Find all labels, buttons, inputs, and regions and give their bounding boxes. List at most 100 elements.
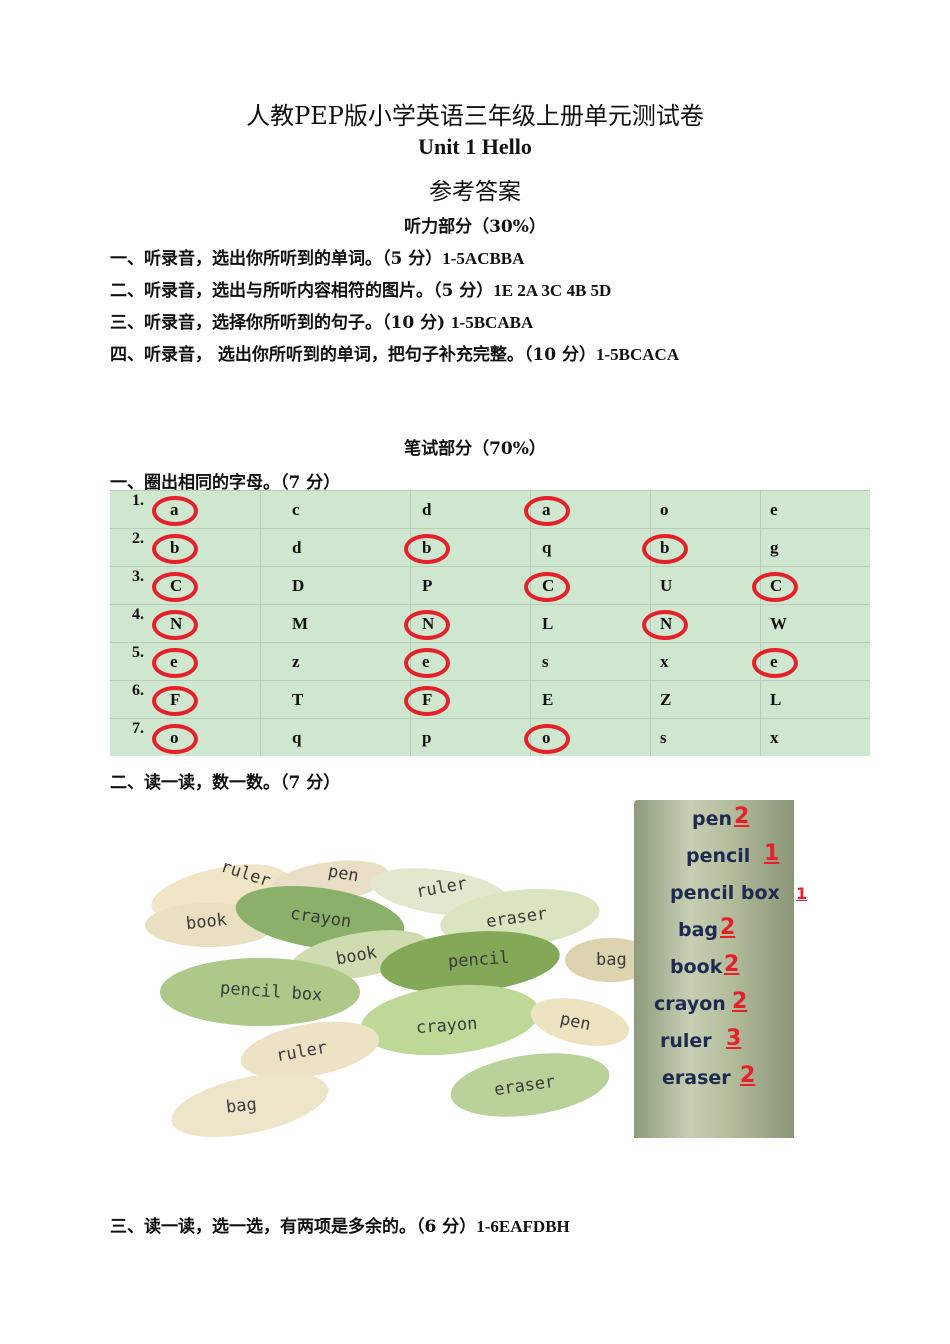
answer-circle bbox=[404, 610, 450, 640]
grid-divider bbox=[260, 490, 261, 756]
listening-q1: 一、听录音，选出你所听到的单词。（5 分）1-5ACBBA bbox=[110, 244, 524, 269]
answer-circle bbox=[404, 686, 450, 716]
grid-letter: c bbox=[292, 500, 300, 519]
grid-letter: d bbox=[422, 500, 432, 519]
leaf-word: pen bbox=[558, 1009, 593, 1035]
grid-letter: Z bbox=[660, 690, 672, 709]
grid-letter: d bbox=[292, 538, 302, 557]
answer-circle bbox=[524, 724, 570, 754]
row-number: 2. bbox=[132, 530, 144, 547]
grid-row bbox=[110, 528, 870, 567]
tally-count: 2 bbox=[740, 1063, 756, 1088]
leaf-word: eraser bbox=[484, 903, 549, 933]
grid-row bbox=[110, 566, 870, 605]
question-text: 三、听录音，选择你所听到的句子。（10 分) bbox=[110, 313, 446, 333]
tally-word: pen bbox=[692, 808, 733, 830]
leaf-word: bag bbox=[225, 1094, 258, 1118]
grid-row bbox=[110, 604, 870, 643]
leaf-word: crayon bbox=[415, 1013, 479, 1039]
grid-letter: s bbox=[542, 652, 549, 671]
listening-q2: 二、听录音，选出与所听内容相符的图片。（5 分）1E 2A 3C 4B 5D bbox=[110, 276, 611, 301]
writing-q2-title: 二、读一读，数一数。（7 分） bbox=[110, 773, 341, 793]
grid-letter: o bbox=[660, 500, 669, 519]
question-answer: 1E 2A 3C 4B 5D bbox=[493, 281, 612, 300]
leaf-word: eraser bbox=[492, 1071, 557, 1101]
page-title: 人教PEP版小学英语三年级上册单元测试卷 bbox=[246, 102, 704, 130]
question-answer: 1-5BCABA bbox=[451, 313, 534, 332]
grid-letter: D bbox=[292, 576, 305, 595]
grid-letter: e bbox=[770, 500, 778, 519]
tally-count: 2 bbox=[720, 915, 736, 940]
leaves-illustration bbox=[145, 860, 760, 1138]
leaf-word: ruler bbox=[218, 856, 274, 892]
leaf-word: book bbox=[185, 909, 228, 935]
grid-letter: q bbox=[542, 538, 552, 557]
tally-word: pencil bbox=[686, 845, 751, 867]
answer-circle bbox=[752, 572, 798, 602]
answer-circle bbox=[152, 648, 198, 678]
unit-title: Unit 1 Hello bbox=[418, 134, 532, 159]
grid-letter: W bbox=[770, 614, 787, 633]
grid-letter: z bbox=[292, 652, 300, 671]
leaf-word: ruler bbox=[414, 873, 469, 903]
grid-letter: s bbox=[660, 728, 667, 747]
grid-row bbox=[110, 490, 870, 529]
grid-letter: M bbox=[292, 614, 309, 633]
tree-trunk bbox=[634, 800, 794, 1138]
question-text: 四、听录音， 选出你所听到的单词，把句子补充完整。（10 分） bbox=[110, 345, 596, 365]
grid-row bbox=[110, 718, 870, 757]
tally-word: book bbox=[670, 956, 723, 978]
question-answer: 1-5BCACA bbox=[596, 345, 680, 364]
tally-word: pencil box bbox=[670, 882, 780, 904]
tally-word: crayon bbox=[654, 993, 726, 1015]
grid-letter: L bbox=[770, 690, 782, 709]
grid-row bbox=[110, 680, 870, 719]
answer-circle bbox=[752, 648, 798, 678]
grid-letter: P bbox=[422, 576, 433, 595]
tally-count: 1 bbox=[764, 841, 780, 866]
tally-word: eraser bbox=[662, 1067, 731, 1089]
tally-count: 3 bbox=[726, 1026, 742, 1051]
answer-circle bbox=[524, 572, 570, 602]
row-number: 7. bbox=[132, 720, 144, 737]
listening-heading: 听力部分（30%） bbox=[404, 217, 546, 237]
leaf-word: bag bbox=[596, 950, 627, 970]
answer-key-title: 参考答案 bbox=[429, 179, 521, 205]
question-answer: 1-6EAFDBH bbox=[476, 1217, 570, 1236]
answer-circle bbox=[152, 534, 198, 564]
grid-letter: E bbox=[542, 690, 554, 709]
tally-count: 2 bbox=[724, 952, 740, 977]
row-number: 4. bbox=[132, 606, 144, 623]
listening-q3: 三、听录音，选择你所听到的句子。（10 分) 1-5BCABA bbox=[110, 308, 533, 333]
writing-heading: 笔试部分（70%） bbox=[404, 439, 546, 459]
leaf-word: ruler bbox=[274, 1037, 329, 1067]
writing-q3: 三、读一读，选一选，有两项是多余的。（6 分）1-6EAFDBH bbox=[110, 1212, 570, 1237]
leaf-words: ruler pen ruler book crayon eraser book … bbox=[140, 800, 820, 1138]
answer-circle bbox=[642, 534, 688, 564]
leaf-word: pen bbox=[326, 861, 361, 887]
grid-letter: x bbox=[770, 728, 779, 747]
answer-circle bbox=[152, 572, 198, 602]
answer-circle bbox=[152, 496, 198, 526]
grid-letter: L bbox=[542, 614, 554, 633]
tally-word: bag bbox=[678, 919, 719, 941]
answer-circle bbox=[152, 724, 198, 754]
question-text: 二、听录音，选出与所听内容相符的图片。（5 分） bbox=[110, 281, 494, 301]
answer-circle bbox=[152, 686, 198, 716]
answer-circle bbox=[404, 534, 450, 564]
answer-circle bbox=[404, 648, 450, 678]
question-text: 三、读一读，选一选，有两项是多余的。（6 分） bbox=[110, 1217, 477, 1237]
grid-divider bbox=[530, 490, 531, 756]
tally-count: 2 bbox=[734, 804, 750, 829]
answer-circle bbox=[524, 496, 570, 526]
question-text: 一、听录音，选出你所听到的单词。（5 分） bbox=[110, 249, 443, 269]
answer-circle bbox=[642, 610, 688, 640]
listening-q4: 四、听录音， 选出你所听到的单词，把句子补充完整。（10 分）1-5BCACA bbox=[110, 340, 679, 365]
tally-count: 2 bbox=[732, 989, 748, 1014]
answer-circle bbox=[152, 610, 198, 640]
grid-divider bbox=[760, 490, 761, 756]
row-number: 5. bbox=[132, 644, 144, 661]
leaf-word: pencil bbox=[447, 947, 511, 973]
